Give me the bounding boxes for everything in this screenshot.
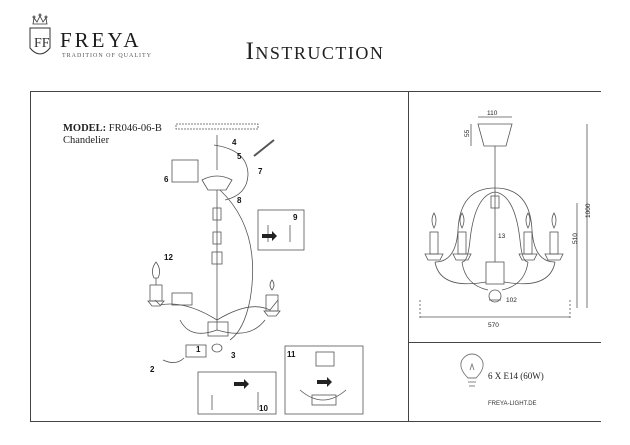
wiring-box-9 [257, 209, 305, 251]
model-label: MODEL: [63, 123, 107, 134]
website: FREYA-LIGHT.DE [488, 401, 537, 407]
frame-bottom-line [30, 421, 601, 422]
dim-body [485, 261, 505, 285]
page-title: Instruction [245, 38, 385, 65]
step-1: 1 [196, 345, 201, 354]
bulb-box-10 [197, 371, 277, 415]
frame-divider-line [408, 91, 409, 422]
step-2: 2 [150, 365, 155, 374]
frame-left-line [30, 91, 31, 422]
dim-candles [424, 212, 564, 261]
svg-text:FF: FF [34, 36, 50, 51]
dim-arm: 13 [498, 233, 506, 240]
rod-sleeve [212, 207, 222, 221]
rod-sleeve [211, 251, 223, 265]
dim-canopy-width: 110 [487, 110, 498, 117]
model-code: FR046-06-B [108, 123, 162, 134]
model-type: Chandelier [63, 135, 110, 146]
lamp-bulb-icon [460, 353, 484, 387]
center-body [207, 321, 229, 337]
screwdriver [253, 139, 275, 157]
step-6: 6 [164, 175, 169, 184]
shield-icon: FF [29, 27, 51, 55]
left-arm [154, 299, 218, 321]
step-8: 8 [237, 196, 242, 205]
brand-name: FREYA [60, 28, 142, 52]
crown-icon [32, 13, 48, 25]
arm-box-11 [284, 345, 364, 415]
power-cord [219, 189, 254, 341]
frame-top-line [30, 91, 601, 92]
step-numbers: 1 2 3 4 5 6 7 8 9 10 11 12 [150, 138, 298, 413]
dim-width: 570 [488, 322, 499, 329]
lamp-spec: 6 X E14 (60W) [488, 371, 544, 381]
mounting-plate [171, 159, 199, 183]
step-5: 5 [237, 152, 242, 161]
dim-canopy [477, 123, 513, 147]
canopy [201, 175, 233, 191]
step-12: 12 [164, 253, 173, 262]
brand-tagline: TRADITION OF QUALITY [62, 53, 152, 59]
step-7: 7 [258, 167, 263, 176]
model-line: MODEL: FR046-06-B [63, 123, 162, 134]
frame-right-split-line [408, 342, 601, 343]
left-lower-arm [179, 319, 218, 334]
step-4: 4 [232, 138, 237, 147]
step-10: 10 [259, 404, 268, 413]
step-11: 11 [287, 350, 296, 359]
step-3: 3 [231, 351, 236, 360]
right-arm [216, 299, 279, 321]
dim-bottom: 102 [506, 297, 517, 304]
dim-body-height: 510 [572, 233, 579, 244]
step-9: 9 [293, 213, 298, 222]
dim-total-height: 1000 [585, 203, 592, 218]
arrow-marks [234, 231, 332, 389]
ceiling-rail [175, 123, 259, 130]
right-lower-arm [216, 319, 266, 334]
chain-curve [213, 144, 249, 201]
dim-canopy-height: 55 [464, 129, 471, 137]
rod-sleeve [212, 231, 222, 245]
